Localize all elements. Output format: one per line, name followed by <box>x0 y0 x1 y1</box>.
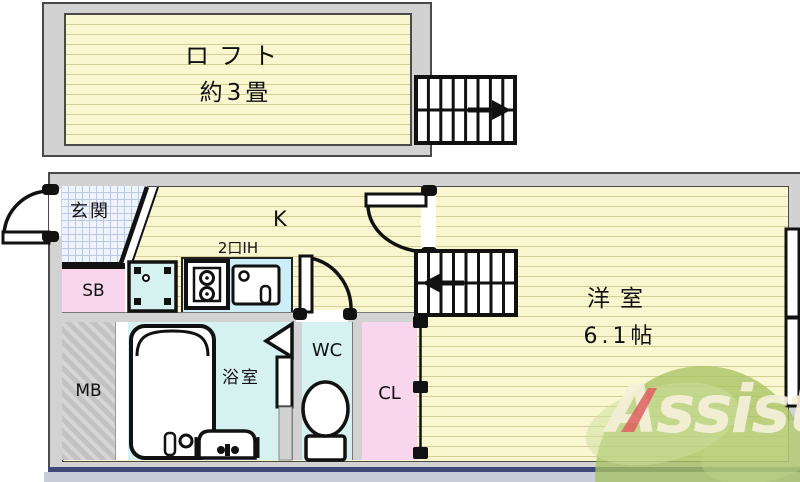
meter-box-label: MB <box>75 381 102 401</box>
closet-door-icon <box>413 316 428 459</box>
kitchen-label: K <box>273 207 287 231</box>
western-room-size-label: 6.1帖 <box>583 324 657 349</box>
bathtub-icon <box>129 324 216 460</box>
shoe-box-label: SB <box>82 281 105 301</box>
western-room-label: 洋室 <box>587 286 653 312</box>
wc-label: WC <box>311 340 343 361</box>
bottom-navy-edge <box>48 467 800 472</box>
entrance-door-icon <box>1 184 59 245</box>
wc-door-icon <box>293 254 357 320</box>
entrance-diagonal-wall <box>118 186 159 264</box>
washstand-icon <box>194 429 260 460</box>
toilet-icon <box>301 380 350 462</box>
stove-label: 2口IH <box>217 239 259 257</box>
stairs-up-icon <box>414 75 517 145</box>
entrance-door-opening <box>49 189 61 236</box>
loft-label: ロフト <box>185 42 287 70</box>
entrance-sb-wall <box>62 262 128 269</box>
stairs-down-icon <box>414 249 518 317</box>
assist-logo-text: Assist <box>602 371 800 448</box>
loft-size-label: 約3畳 <box>199 80 273 106</box>
bath-folding-door-icon <box>262 320 294 461</box>
washer-pan-icon <box>127 260 178 313</box>
entrance-area <box>62 186 148 263</box>
assist-logo: Assist <box>585 366 800 482</box>
entrance-label: 玄関 <box>70 201 110 222</box>
closet-label: CL <box>378 383 401 404</box>
bathroom-label: 浴室 <box>222 368 260 388</box>
bottom-shadow-band <box>44 472 800 482</box>
shoe-box-area <box>62 269 126 312</box>
window-icon <box>784 227 800 408</box>
sink-icon <box>231 264 281 306</box>
ih-stove-icon <box>184 259 230 310</box>
loft-room <box>64 13 412 146</box>
closet-area <box>362 322 417 460</box>
western-room-door-icon <box>364 185 437 258</box>
meter-box-area <box>62 322 115 460</box>
